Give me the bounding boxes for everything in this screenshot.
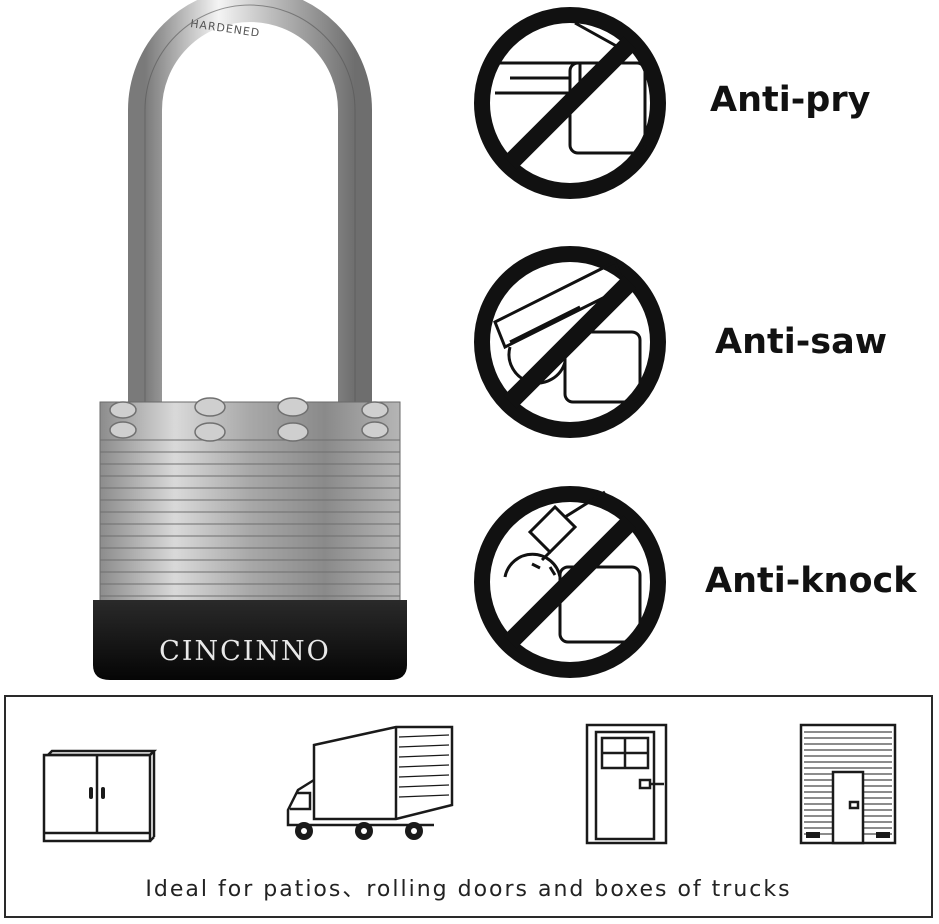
brand-name: CINCINNO — [159, 636, 331, 667]
truck-icon — [286, 725, 454, 840]
padlock-image — [93, 0, 407, 680]
feature-label-anti-saw: Anti-saw — [715, 322, 888, 362]
usage-caption: Ideal for patios、rolling doors and boxes… — [145, 877, 792, 902]
rolling-door-icon — [799, 723, 897, 845]
feature-label-anti-pry: Anti-pry — [710, 80, 871, 120]
anti-saw-icon — [474, 246, 666, 438]
usage-panel: Ideal for patios、rolling doors and boxes… — [4, 695, 933, 918]
anti-pry-icon — [474, 7, 666, 199]
cabinet-icon — [42, 749, 158, 843]
anti-knock-icon — [474, 486, 666, 678]
feature-label-anti-knock: Anti-knock — [705, 561, 917, 601]
door-icon — [585, 723, 668, 845]
